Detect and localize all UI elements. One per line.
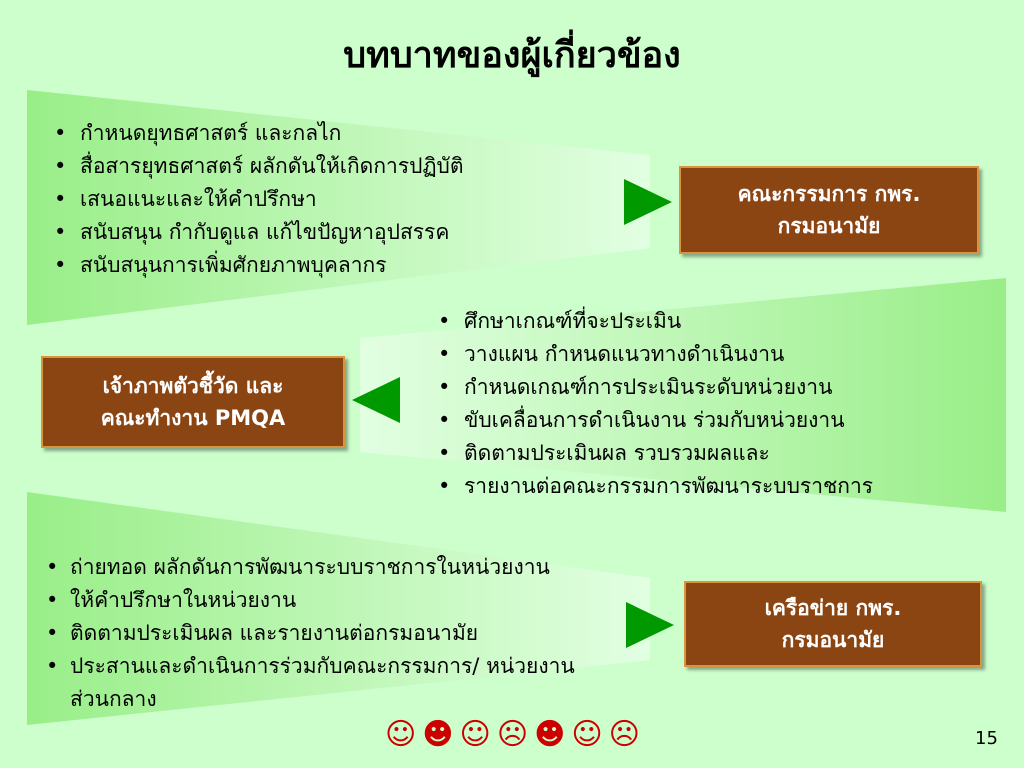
committee-box-line2: กรมอนามัย xyxy=(777,214,881,238)
page-title: บทบาทของผู้เกี่ยวข้อง xyxy=(343,35,681,76)
list-item: กำหนดเกณฑ์การประเมินระดับหน่วยงาน xyxy=(434,371,873,404)
section2-bullet-list: ศึกษาเกณฑ์ที่จะประเมิน วางแผน กำหนดแนวทา… xyxy=(434,305,873,503)
indicator-owner-box-line2: คณะทำงาน PMQA xyxy=(100,406,286,430)
list-item: เสนอแนะและให้คำปรึกษา xyxy=(50,183,464,216)
triangle-right-icon xyxy=(624,179,672,225)
list-item: ประสานและดำเนินการร่วมกับคณะกรรมการ/ หน่… xyxy=(42,650,610,716)
list-item: ขับเคลื่อนการดำเนินงาน ร่วมกับหน่วยงาน xyxy=(434,404,873,437)
triangle-left-icon xyxy=(352,377,400,423)
list-item: ศึกษาเกณฑ์ที่จะประเมิน xyxy=(434,305,873,338)
list-item: สนับสนุนการเพิ่มศักยภาพบุคลากร xyxy=(50,249,464,282)
section1-bullet-list: กำหนดยุทธศาสตร์ และกลไก สื่อสารยุทธศาสตร… xyxy=(50,117,464,282)
emoticon-row: ☺☻☺☹☻☺☹ xyxy=(385,717,646,752)
list-item: ติดตามประเมินผล รวบรวมผลและ xyxy=(434,437,873,470)
indicator-owner-box: เจ้าภาพตัวชี้วัด และ คณะทำงาน PMQA xyxy=(41,356,345,448)
list-item: ถ่ายทอด ผลักดันการพัฒนาระบบราชการในหน่วย… xyxy=(42,551,610,584)
list-item: รายงานต่อคณะกรรมการพัฒนาระบบราชการ xyxy=(434,470,873,503)
network-box-line1: เครือข่าย กพร. xyxy=(764,596,902,620)
page-number: 15 xyxy=(975,728,998,749)
list-item: ติดตามประเมินผล และรายงานต่อกรมอนามัย xyxy=(42,617,610,650)
committee-box: คณะกรรมการ กพร. กรมอนามัย xyxy=(679,166,979,254)
list-item: กำหนดยุทธศาสตร์ และกลไก xyxy=(50,117,464,150)
list-item: วางแผน กำหนดแนวทางดำเนินงาน xyxy=(434,338,873,371)
triangle-right-icon xyxy=(626,602,674,648)
indicator-owner-box-line1: เจ้าภาพตัวชี้วัด และ xyxy=(102,374,284,398)
section3-bullet-list: ถ่ายทอด ผลักดันการพัฒนาระบบราชการในหน่วย… xyxy=(42,551,610,716)
network-box-line2: กรมอนามัย xyxy=(781,628,885,652)
list-item: ให้คำปรึกษาในหน่วยงาน xyxy=(42,584,610,617)
list-item: สนับสนุน กำกับดูแล แก้ไขปัญหาอุปสรรค xyxy=(50,216,464,249)
list-item: สื่อสารยุทธศาสตร์ ผลักดันให้เกิดการปฏิบั… xyxy=(50,150,464,183)
committee-box-line1: คณะกรรมการ กพร. xyxy=(737,182,921,206)
network-box: เครือข่าย กพร. กรมอนามัย xyxy=(684,581,982,667)
